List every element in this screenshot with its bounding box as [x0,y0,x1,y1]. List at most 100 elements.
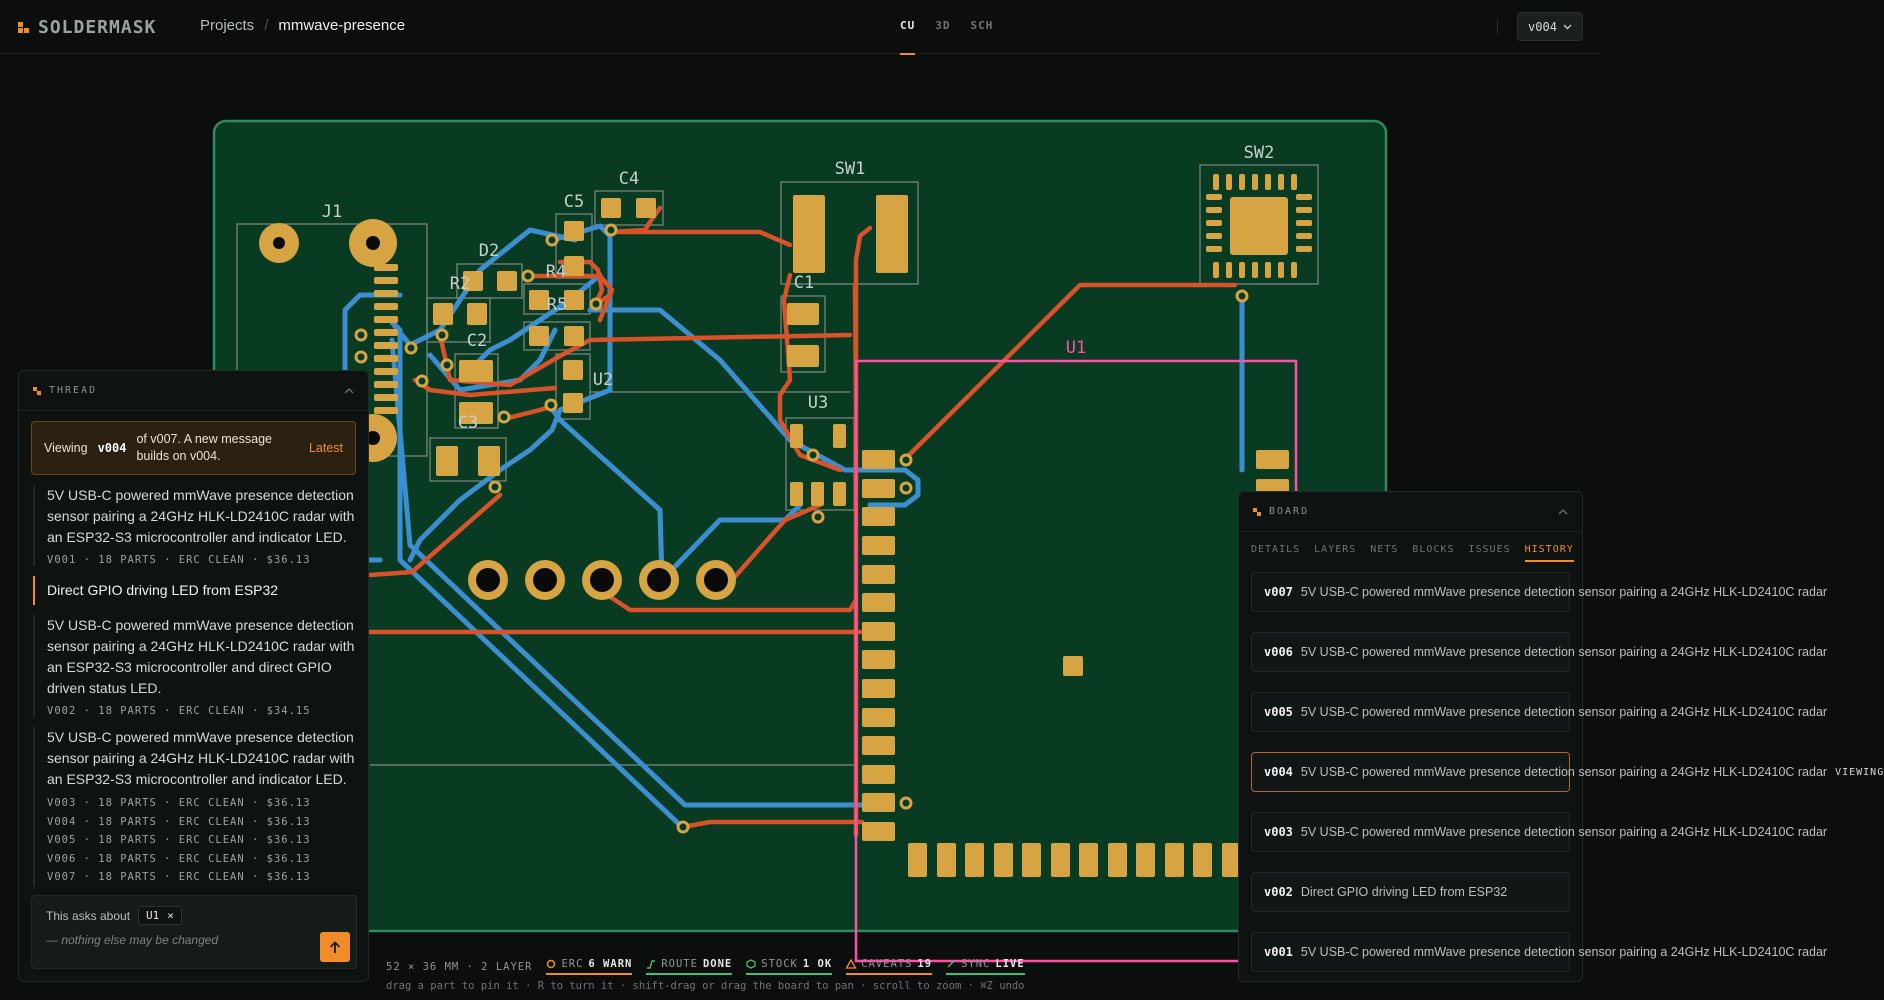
refdes-j1: J1 [322,202,342,222]
chevron-up-icon[interactable] [344,387,354,394]
status-value: 6 WARN [588,958,633,970]
breadcrumb-project-name[interactable]: mmwave-presence [278,17,406,34]
composer[interactable]: This asks about U1 × — nothing else may … [31,895,357,969]
notice-version: v004 [97,441,127,455]
history-item-v002[interactable]: v002 Direct GPIO driving LED from ESP32 [1251,872,1570,912]
composer-note: — nothing else may be changed [46,933,219,947]
top-bar: SOLDERMASK Projects / mmwave-presence CU… [0,0,1600,55]
pcb-canvas[interactable]: J1 D2 R2 R4 R5 C2 C3 C4 C5 U2 SW1 C1 U3 … [0,55,1600,1000]
message-meta[interactable]: V005 · 18 PARTS · ERC CLEAN · $36.13 [47,834,311,846]
status-erc[interactable]: ERC 6 WARN [546,958,633,975]
app-name: SOLDERMASK [38,17,157,38]
tab-sch[interactable]: SCH [970,19,994,32]
status-value: 1 OK [802,958,833,970]
history-version: v005 [1264,705,1293,719]
thread-header[interactable]: THREAD [19,371,368,411]
history-desc: 5V USB-C powered mmWave presence detecti… [1300,705,1828,719]
panel-mark-icon [1253,507,1261,516]
thread-message[interactable]: 5V USB-C powered mmWave presence detecti… [33,727,356,887]
history-version: v003 [1264,825,1293,839]
history-version: v004 [1264,765,1293,779]
message-text: 5V USB-C powered mmWave presence detecti… [47,487,355,545]
route-icon [647,960,656,969]
history-item-v005[interactable]: v005 5V USB-C powered mmWave presence de… [1251,692,1827,732]
app-logo[interactable]: SOLDERMASK [18,17,156,38]
viewing-badge: VIEWING [1835,766,1884,778]
sync-icon [947,960,955,968]
history-desc: Direct GPIO driving LED from ESP32 [1300,885,1508,899]
board-panel: BOARD DETAILS LAYERS NETS BLOCKS ISSUES … [1238,491,1883,982]
status-label: ERC [561,958,584,970]
panel-mark-icon [33,386,41,395]
message-meta[interactable]: V003 · 18 PARTS · ERC CLEAN · $36.13 [47,797,311,809]
status-value: DONE [702,958,733,970]
latest-link[interactable]: Latest [308,441,343,455]
history-desc: 5V USB-C powered mmWave presence detecti… [1300,945,1828,959]
message-text: 5V USB-C powered mmWave presence detecti… [47,729,355,787]
divider [1497,19,1498,34]
board-tabs: DETAILS LAYERS NETS BLOCKS ISSUES HISTOR… [1239,538,1582,562]
tab-details[interactable]: DETAILS [1251,544,1301,555]
tab-issues[interactable]: ISSUES [1468,544,1511,555]
thread-panel: THREAD Viewing v004 of v007. A new messa… [18,370,369,982]
tab-blocks[interactable]: BLOCKS [1412,544,1455,555]
status-value: 19 [917,958,933,970]
history-item-v007[interactable]: v007 5V USB-C powered mmWave presence de… [1251,572,1827,612]
context-chip-u1[interactable]: U1 × [138,906,182,925]
erc-icon [547,959,556,969]
status-label: CAVEATS [861,958,913,970]
history-item-v006[interactable]: v006 5V USB-C powered mmWave presence de… [1251,632,1827,672]
status-label: SYNC [961,958,991,970]
refdes-r2: R2 [450,274,470,294]
message-meta[interactable]: V004 · 18 PARTS · ERC CLEAN · $36.13 [47,815,311,828]
history-desc: 5V USB-C powered mmWave presence detecti… [1300,765,1828,779]
composer-context: This asks about U1 × [46,906,182,925]
board-header[interactable]: BOARD [1239,492,1582,532]
prompt-text: Direct GPIO driving LED from ESP32 [47,582,279,598]
history-item-v004[interactable]: v004 5V USB-C powered mmWave presence de… [1251,752,1883,792]
tab-layers[interactable]: LAYERS [1314,544,1357,555]
version-select[interactable]: v004 [1517,12,1583,41]
message-meta[interactable]: V006 · 18 PARTS · ERC CLEAN · $36.13 [47,852,311,865]
refdes-r4: R4 [546,262,566,282]
refdes-u1: U1 [1066,338,1086,358]
history-item-v003[interactable]: v003 5V USB-C powered mmWave presence de… [1251,812,1827,852]
refdes-r5: R5 [547,295,567,315]
refdes-c5: C5 [564,192,584,212]
history-desc: 5V USB-C powered mmWave presence detecti… [1300,825,1828,839]
thread-message[interactable]: 5V USB-C powered mmWave presence detecti… [33,615,356,717]
refdes-c2: C2 [467,331,487,351]
history-item-v001[interactable]: v001 5V USB-C powered mmWave presence de… [1251,932,1827,972]
chevron-up-icon[interactable] [1558,508,1568,515]
tab-history[interactable]: HISTORY [1524,538,1574,562]
status-caveats[interactable]: CAVEATS 19 [845,958,933,975]
refdes-sw1: SW1 [835,159,866,179]
message-meta: V001 · 18 PARTS · ERC CLEAN · $36.13 [47,554,311,566]
message-meta: V002 · 18 PARTS · ERC CLEAN · $34.15 [47,705,311,717]
history-list: v007 5V USB-C powered mmWave presence de… [1239,572,1883,972]
refdes-d2: D2 [479,241,499,261]
tab-nets[interactable]: NETS [1370,544,1399,555]
thread-message[interactable]: 5V USB-C powered mmWave presence detecti… [33,485,356,566]
refdes-c4: C4 [619,169,639,189]
refdes-u3: U3 [808,393,828,413]
close-icon[interactable]: × [167,909,174,922]
history-desc: 5V USB-C powered mmWave presence detecti… [1300,645,1828,659]
viewing-notice: Viewing v004 of v007. A new message buil… [31,421,356,475]
version-select-value: v004 [1528,19,1557,34]
tab-3d[interactable]: 3D [935,19,951,32]
breadcrumb-projects-link[interactable]: Projects [200,17,255,34]
vias [354,223,1249,834]
message-meta[interactable]: V007 · 18 PARTS · ERC CLEAN · $36.13 [47,871,311,883]
tab-cu[interactable]: CU [900,19,916,55]
user-prompt[interactable]: Direct GPIO driving LED from ESP32 [33,576,356,605]
stock-icon [746,959,756,969]
history-version: v002 [1264,885,1293,899]
notice-prefix: Viewing [44,441,88,455]
send-button[interactable] [320,932,350,962]
message-text: 5V USB-C powered mmWave presence detecti… [47,617,355,696]
